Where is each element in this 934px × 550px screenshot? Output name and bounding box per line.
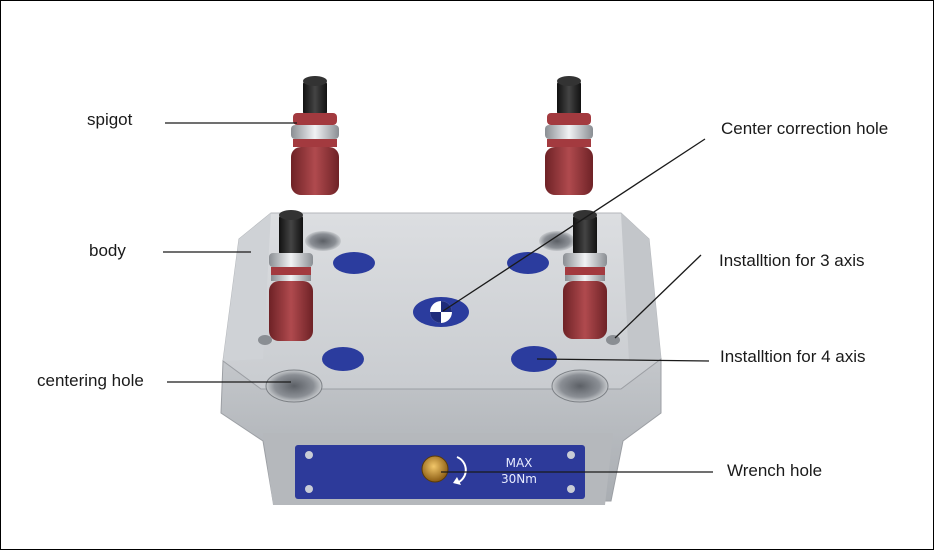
rotation-arrow-icon (456, 456, 467, 484)
blue-insert-rear-right (507, 252, 549, 274)
label-installation-3-axis: Installtion for 3 axis (719, 251, 865, 270)
label-spigot: spigot (87, 110, 133, 129)
plate-max-text: MAX (506, 456, 533, 470)
installation-3-axis-hole (606, 335, 620, 345)
front-plate: MAX 30Nm (295, 445, 585, 499)
blue-inserts (322, 252, 557, 372)
plate-screw-tr (567, 451, 575, 459)
label-installation-4-axis: Installtion for 4 axis (720, 347, 866, 366)
plate-screw-bl (305, 485, 313, 493)
spigot-mounted-right (563, 210, 607, 339)
blue-insert-front-left (322, 347, 364, 371)
label-body: body (89, 241, 126, 260)
spigot-mounted-left (269, 210, 313, 341)
centering-hole-left (265, 369, 323, 403)
leader-lines (163, 122, 713, 473)
rear-hole-left (305, 231, 341, 251)
installation-4-axis-insert (511, 346, 557, 372)
body-right-edge (621, 213, 661, 361)
label-wrench-hole: Wrench hole (727, 461, 823, 480)
leader-installation-3-axis (614, 254, 702, 339)
centering-hole-right (551, 369, 609, 403)
label-center-correction-hole: Center correction hole (721, 119, 889, 138)
blue-insert-rear-left (333, 252, 375, 274)
plate-screw-tl (305, 451, 313, 459)
wrench-hole (421, 455, 449, 483)
leader-center-correction (442, 138, 706, 312)
plate-screw-br (567, 485, 575, 493)
spigot-floating-left (291, 76, 339, 195)
leader-installation-4-axis (536, 358, 710, 362)
plate-torque-text: 30Nm (501, 472, 537, 486)
small-hole-left (258, 335, 272, 345)
spigot-floating-right (545, 76, 593, 195)
rear-hole-right (539, 231, 575, 251)
label-centering-hole: centering hole (37, 371, 144, 390)
top-holes (258, 231, 620, 403)
body-left-edge (223, 213, 271, 361)
